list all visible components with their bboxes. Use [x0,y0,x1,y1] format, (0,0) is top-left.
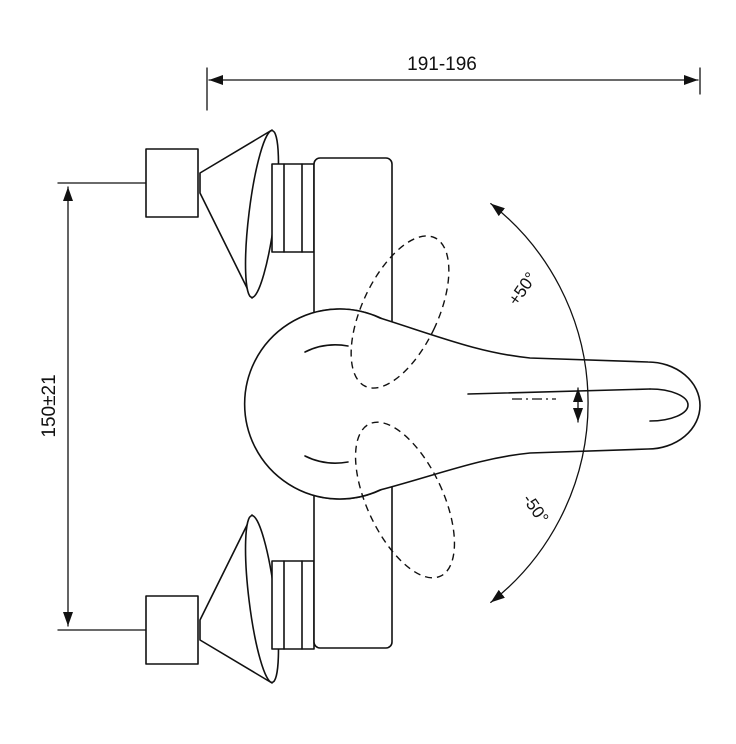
wall-connection-bottom [145,514,315,684]
handle-swing-ghosts [350,235,456,579]
swing-arc [490,202,589,604]
width-dimension-label: 191-196 [407,54,477,75]
handle-ghost-up [350,235,450,389]
width-dimension: 191-196 [206,54,701,111]
dome-detail-top [304,344,349,353]
wall-connection-top [145,129,315,299]
height-dimension: 150±21 [39,182,151,631]
escutcheon-cone-top [199,129,273,299]
angle-down-label: -50° [519,491,553,528]
handle-tip-cap [649,388,689,422]
wall-pipe-top [145,148,199,218]
handle-ghost-down [354,421,456,579]
hex-nut-top [271,163,315,253]
lever-handle [243,308,701,500]
dome-detail-bottom [304,455,349,464]
wall-pipe-bottom [145,595,199,665]
hex-nut-bottom [271,560,315,650]
escutcheon-cone-bottom [199,514,273,684]
height-dimension-label: 150±21 [39,374,60,437]
handle-assembly [243,308,701,500]
angle-up-label: +50° [504,269,540,309]
